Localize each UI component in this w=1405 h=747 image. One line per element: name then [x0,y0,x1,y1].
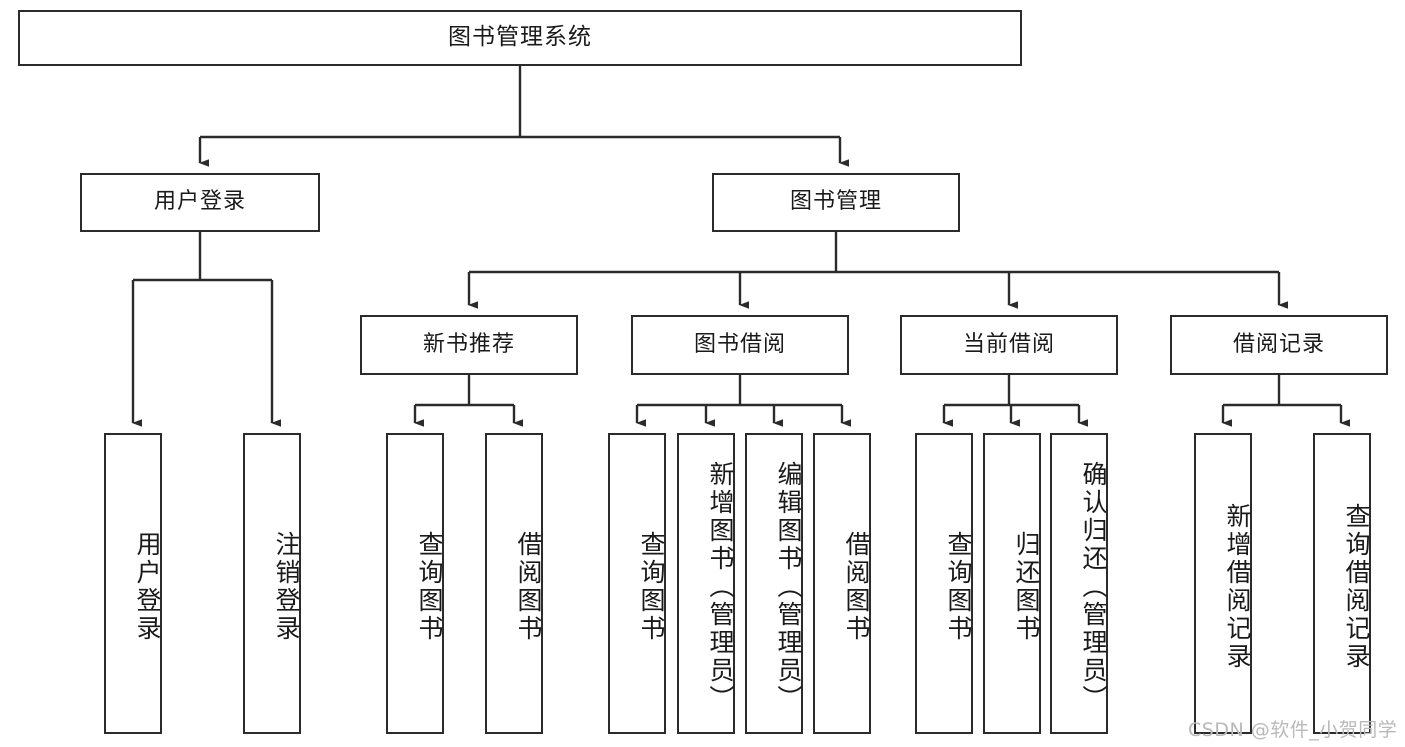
node-book-manage-label: 图书管理 [789,189,882,215]
node-current-borrow-label: 当前借阅 [962,331,1055,357]
leaf-bb-add-book-admin[interactable]: 新增图书（管理员） [677,433,735,734]
leaf-cb-query-book-label: 查询图书 [944,530,973,643]
leaf-logout-label: 注销登录 [272,530,301,643]
leaf-bb-edit-book-admin-label: 编辑图书（管理员） [774,460,803,713]
node-user-login-label: 用户登录 [153,189,246,215]
node-book-borrow-label: 图书借阅 [693,331,786,357]
leaf-logout[interactable]: 注销登录 [243,433,301,734]
leaf-bb-query-book[interactable]: 查询图书 [608,433,666,734]
leaf-cb-confirm-return-admin[interactable]: 确认归还（管理员） [1050,433,1108,734]
leaf-bb-borrow-book-label: 借阅图书 [842,530,871,643]
leaf-bb-borrow-book[interactable]: 借阅图书 [813,433,871,734]
node-new-book-recommend-label: 新书推荐 [422,331,515,357]
leaf-br-query-record[interactable]: 查询借阅记录 [1313,433,1371,734]
node-root-system[interactable]: 图书管理系统 [18,10,1022,66]
leaf-nb-query-book-label: 查询图书 [415,530,444,643]
node-user-login[interactable]: 用户登录 [80,173,320,232]
leaf-br-add-record[interactable]: 新增借阅记录 [1194,433,1252,734]
leaf-bb-add-book-admin-label: 新增图书（管理员） [706,460,735,713]
leaf-bb-edit-book-admin[interactable]: 编辑图书（管理员） [745,433,803,734]
node-borrow-record[interactable]: 借阅记录 [1170,315,1388,375]
leaf-bb-query-book-label: 查询图书 [637,530,666,643]
leaf-br-query-record-label: 查询借阅记录 [1342,502,1371,671]
leaf-cb-confirm-return-admin-label: 确认归还（管理员） [1079,460,1108,713]
leaf-cb-return-book-label: 归还图书 [1012,530,1041,643]
leaf-nb-query-book[interactable]: 查询图书 [386,433,444,734]
node-current-borrow[interactable]: 当前借阅 [900,315,1118,375]
leaf-cb-return-book[interactable]: 归还图书 [983,433,1041,734]
node-borrow-record-label: 借阅记录 [1232,331,1325,357]
leaf-nb-borrow-book-label: 借阅图书 [514,530,543,643]
node-new-book-recommend[interactable]: 新书推荐 [360,315,578,375]
leaf-cb-query-book[interactable]: 查询图书 [915,433,973,734]
leaf-user-login[interactable]: 用户登录 [104,433,162,734]
csdn-watermark: CSDN @软件_小贺同学 [1188,719,1398,741]
leaf-br-add-record-label: 新增借阅记录 [1223,502,1252,671]
node-root-system-label: 图书管理系统 [448,24,592,51]
leaf-user-login-label: 用户登录 [133,530,162,643]
leaf-nb-borrow-book[interactable]: 借阅图书 [485,433,543,734]
node-book-manage[interactable]: 图书管理 [712,173,960,232]
node-book-borrow[interactable]: 图书借阅 [631,315,849,375]
